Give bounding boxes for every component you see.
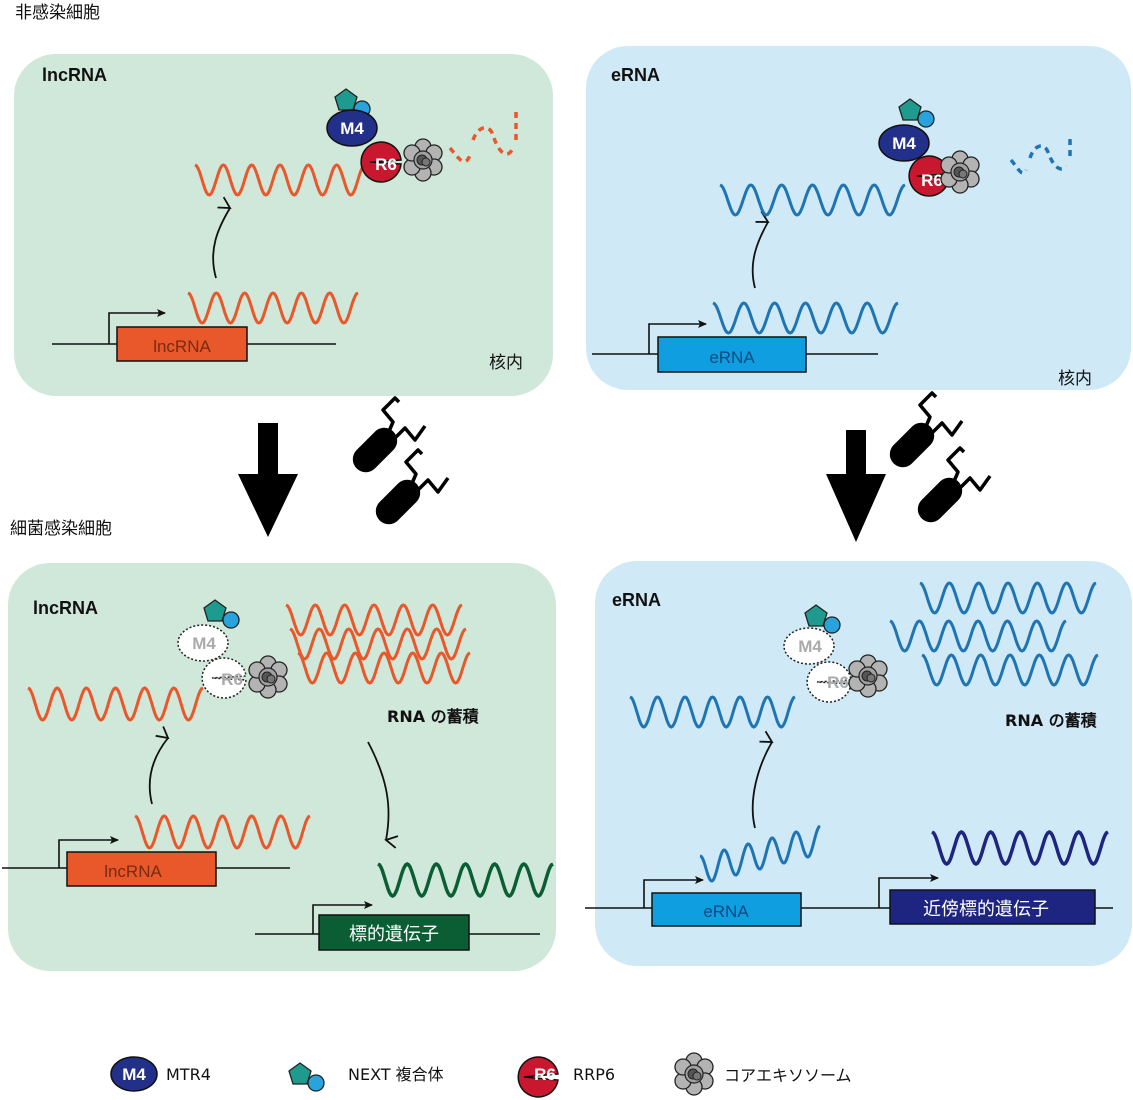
- release-arrow-icon: [148, 726, 170, 805]
- legend-item-rrp6: R6 RRP6: [517, 1056, 615, 1098]
- bacterium-icon: [368, 448, 450, 532]
- core-exosome-icon: [403, 138, 443, 182]
- panel-background: [14, 54, 553, 396]
- legend-item-exosome: コアエキソソーム: [674, 1052, 852, 1096]
- rrp6-icon: [517, 1056, 559, 1098]
- core-exosome-icon: [940, 150, 980, 194]
- panel-title: eRNA: [612, 590, 661, 610]
- mtr4-icon: [326, 109, 378, 147]
- accumulated-rna: [297, 651, 471, 685]
- accumulated-rna: [289, 627, 467, 661]
- release-arrow-icon: [212, 196, 232, 279]
- accumulated-rna: [889, 619, 1067, 653]
- released-rna: [719, 183, 906, 217]
- bacterium-icon: [345, 396, 427, 480]
- panel-infected-lncrna: lncRNA lncRNA RNA の蓄積 標的遺伝子 M4 R6: [2, 563, 556, 971]
- release-arrow-icon: [751, 730, 774, 829]
- gene-box-label: lncRNA: [153, 337, 211, 356]
- core-exosome-icon: [248, 655, 288, 699]
- activation-arrow-icon: [367, 741, 399, 849]
- panel-background: [8, 563, 556, 971]
- mtr4-inactive-icon: [783, 627, 835, 665]
- panel-infected-erna: eRNA eRNA RNA の蓄積 近傍標的遺伝子 M4 R6: [585, 561, 1132, 966]
- accumulated-rna: [285, 603, 463, 637]
- core-exosome-icon: [848, 654, 888, 698]
- gene-box-label: eRNA: [709, 348, 755, 367]
- rrp6-label: R6: [827, 673, 849, 692]
- rrp6-label: R6: [921, 171, 943, 190]
- degraded-rna: [1009, 136, 1072, 175]
- accumulated-rna: [919, 581, 1097, 615]
- gene-box-label: lncRNA: [104, 862, 162, 881]
- uninfected-cell-label: 非感染細胞: [15, 3, 100, 23]
- panel-title: lncRNA: [42, 65, 107, 85]
- bacterium-icon: [910, 446, 992, 530]
- target-mrna: [377, 862, 554, 898]
- released-rna: [194, 163, 366, 197]
- down-arrow-icon: [826, 430, 886, 542]
- released-rna: [27, 686, 204, 722]
- gene-box: [66, 851, 217, 887]
- tss-arrow-icon: [648, 320, 707, 354]
- target-gene-box: [318, 914, 470, 951]
- legend-item-mtr4: M4 MTR4: [110, 1056, 211, 1092]
- panel-uninfected-erna: eRNA 核内 eRNA M4 R6: [586, 46, 1131, 390]
- tss-arrow-icon: [108, 309, 166, 344]
- panel-uninfected-lncrna: lncRNA 核内 lncRNA M4 R6: [14, 54, 553, 396]
- accumulated-rna: [921, 653, 1099, 687]
- panel-background: [586, 46, 1131, 390]
- tss-arrow-icon: [643, 876, 704, 908]
- nucleus-label: 核内: [1058, 369, 1092, 389]
- rna-accumulation-label: RNA の蓄積: [1005, 711, 1098, 730]
- tss-arrow-icon: [58, 836, 119, 868]
- mtr4-label: M4: [192, 634, 216, 653]
- legend-label: NEXT 複合体: [348, 1065, 444, 1084]
- tss-arrow-icon: [312, 901, 373, 934]
- mtr4-icon: [110, 1056, 158, 1092]
- nascent-rna: [134, 814, 311, 850]
- legend-item-next: NEXT 複合体: [288, 1062, 444, 1092]
- tss-arrow-icon: [878, 874, 939, 908]
- legend: M4 MTR4 NEXT 複合体 R6 RRP6 コアエキソソーム: [110, 1052, 852, 1098]
- mtr4-icon: [878, 124, 930, 162]
- mtr4-label: M4: [798, 637, 822, 656]
- next-complex-icon: [288, 1062, 325, 1092]
- down-arrow-icon: [238, 423, 298, 537]
- rrp6-label: R6: [375, 155, 397, 174]
- released-rna: [629, 695, 796, 729]
- target-mrna: [931, 830, 1109, 866]
- target-gene-label: 近傍標的遺伝子: [923, 899, 1049, 920]
- infected-cell-label: 細菌感染細胞: [10, 519, 112, 539]
- rrp6-label: R6: [221, 670, 243, 689]
- gene-box: [657, 336, 807, 373]
- release-arrow-icon: [751, 210, 770, 289]
- mtr4-inactive-icon: [177, 624, 229, 662]
- nascent-rna: [187, 291, 359, 325]
- mtr4-label: M4: [892, 134, 916, 153]
- gene-box: [651, 892, 802, 927]
- legend-label: コアエキソソーム: [724, 1066, 852, 1085]
- rrp6-icon: [360, 141, 402, 183]
- nascent-rna: [712, 301, 899, 335]
- panel-title: lncRNA: [33, 598, 98, 618]
- target-gene-label: 標的遺伝子: [349, 924, 439, 945]
- panel-title: eRNA: [611, 65, 660, 85]
- target-gene-box: [889, 889, 1096, 925]
- legend-label: MTR4: [166, 1065, 211, 1084]
- gene-box: [116, 326, 248, 362]
- rrp6-inactive-icon: [201, 657, 247, 699]
- gene-box-label: eRNA: [703, 902, 749, 921]
- core-exosome-icon: [674, 1052, 714, 1096]
- degraded-rna: [448, 112, 518, 164]
- mtr4-label: M4: [340, 119, 364, 138]
- infection-transition-right: [826, 391, 992, 542]
- nascent-rna: [699, 824, 821, 883]
- rna-accumulation-label: RNA の蓄積: [387, 707, 480, 726]
- mtr4-icon-label: M4: [122, 1065, 146, 1084]
- nucleus-label: 核内: [489, 353, 523, 373]
- rrp6-inactive-icon: [806, 661, 852, 703]
- rrp6-icon-label: R6: [534, 1065, 556, 1084]
- infection-transition-left: [238, 396, 450, 537]
- legend-label: RRP6: [573, 1065, 615, 1084]
